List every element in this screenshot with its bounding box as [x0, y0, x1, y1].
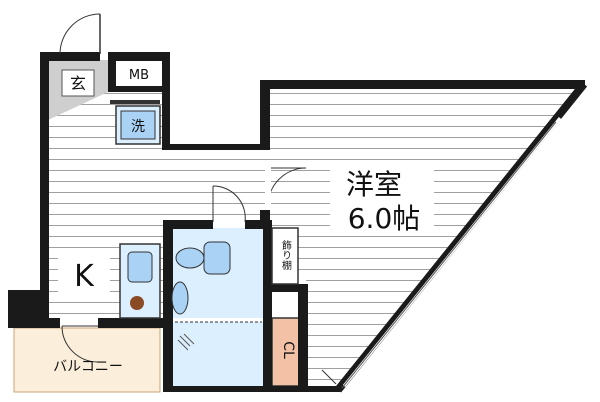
kitchen-label: K: [74, 259, 95, 294]
kitchen-sink: [127, 251, 153, 283]
room-size-label: 6.0帖: [348, 202, 421, 235]
mb-label: MB: [129, 68, 149, 83]
toilet: [175, 241, 231, 275]
closet-label: CL: [280, 341, 296, 359]
balcony-label: バルコニー: [53, 359, 123, 375]
washer-label: 洗: [131, 119, 145, 135]
diagonal-window-wall: [334, 81, 588, 393]
shower-floor: [172, 322, 264, 390]
western-room-floor: [268, 88, 582, 390]
room-type-label: 洋室: [346, 168, 402, 201]
mb-label-box: [118, 62, 160, 84]
shelf-label-box: [271, 227, 299, 285]
washer-inner: [120, 110, 156, 140]
shelf-label: 飾り棚: [280, 239, 292, 271]
genkan-label-box: [61, 69, 95, 97]
doors: [59, 13, 337, 385]
washbasin: [171, 281, 189, 315]
stove-burner: [130, 296, 144, 310]
room-label-box: [330, 160, 434, 236]
shower-head: [177, 333, 195, 351]
walls: [8, 52, 585, 392]
kitchen-label-box: [58, 254, 110, 296]
genkan-label: 玄: [70, 74, 86, 93]
